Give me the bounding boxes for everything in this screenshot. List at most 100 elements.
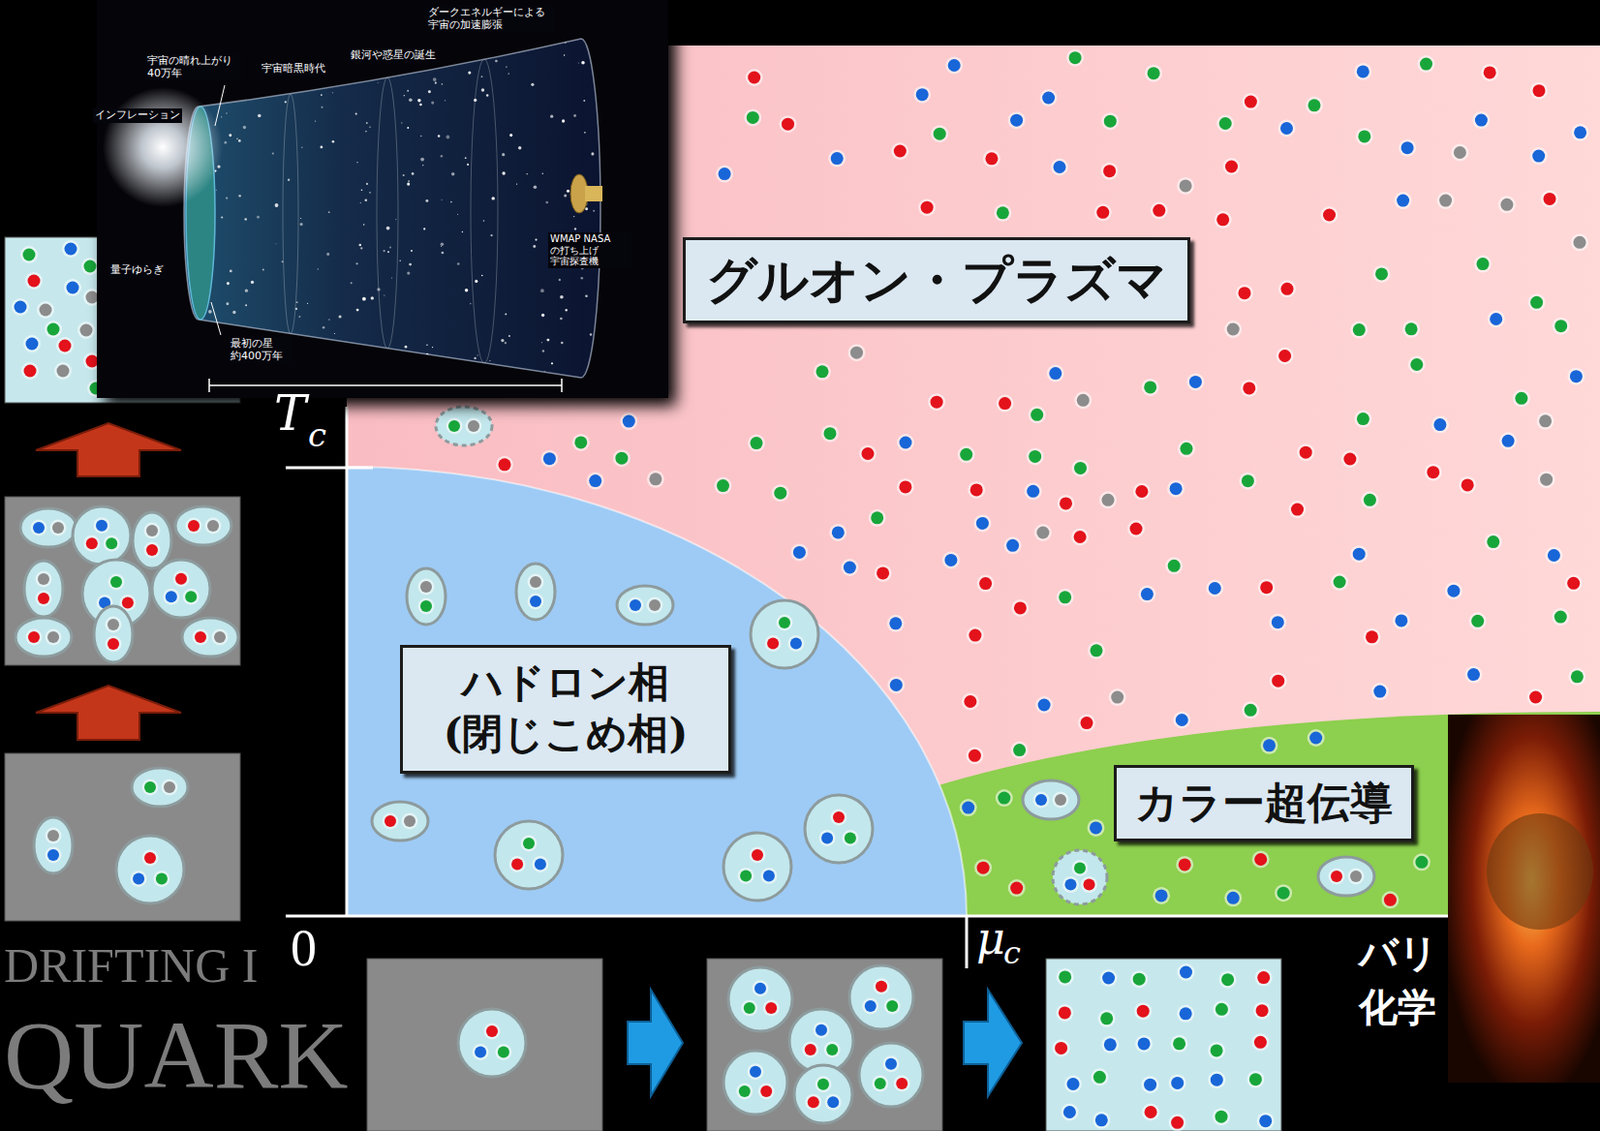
star	[411, 172, 415, 176]
quark-halo	[821, 425, 839, 443]
star	[356, 308, 360, 312]
quark-halo	[1321, 206, 1339, 224]
quark-dot	[1014, 601, 1027, 615]
star	[407, 180, 410, 183]
quark-halo	[1353, 62, 1372, 81]
meson	[1318, 857, 1375, 896]
quark-dot	[738, 1085, 751, 1098]
quark-halo	[896, 478, 915, 496]
star	[494, 60, 498, 63]
quark-halo	[974, 859, 992, 877]
quark-dot	[1135, 485, 1148, 498]
quark-halo	[446, 418, 463, 435]
quark-dot	[778, 616, 791, 629]
temperature-axis	[345, 406, 349, 917]
universe-cone	[184, 38, 601, 378]
star	[457, 262, 461, 266]
quark-halo	[1099, 491, 1117, 509]
quark-dot	[163, 781, 176, 794]
star	[334, 333, 336, 335]
star	[560, 341, 563, 344]
quark-dot	[486, 1025, 498, 1038]
star	[399, 260, 401, 263]
star	[464, 156, 467, 159]
star	[406, 271, 410, 275]
star	[370, 296, 374, 300]
quark-dot	[861, 447, 875, 461]
quark-dot	[804, 1044, 817, 1056]
right-arrow	[963, 989, 1022, 1097]
quark-halo	[995, 789, 1014, 807]
quark-halo	[977, 575, 995, 593]
quark-dot	[1384, 893, 1397, 907]
quark-halo	[1008, 879, 1026, 897]
quark-halo	[1238, 472, 1257, 491]
quark-halo	[1169, 1074, 1187, 1092]
quark-halo	[1224, 320, 1242, 339]
quark-halo	[1172, 711, 1191, 730]
quark-dot	[1446, 584, 1460, 598]
quark-halo	[1090, 1068, 1108, 1086]
quark-halo	[646, 470, 665, 489]
baryon	[152, 559, 211, 618]
quark-dot	[1069, 51, 1082, 64]
star	[530, 83, 534, 87]
star	[428, 90, 431, 93]
star	[580, 34, 584, 38]
quark-dot	[1179, 966, 1193, 980]
leader-line	[211, 302, 221, 336]
quark-halo	[81, 257, 99, 276]
quark-halo	[804, 1094, 822, 1111]
quark-dot	[1350, 870, 1362, 883]
quark-halo	[45, 828, 62, 845]
quark-halo	[883, 1055, 900, 1073]
quark-halo	[1363, 628, 1382, 647]
quark-dot	[1405, 322, 1418, 336]
quark-halo	[1353, 410, 1372, 429]
quark-halo	[509, 856, 526, 873]
quark-halo	[1458, 476, 1477, 494]
quark-halo	[1255, 969, 1273, 987]
quark-dot	[1172, 1037, 1186, 1050]
quark-dot	[1168, 559, 1181, 573]
quark-halo	[1437, 191, 1455, 210]
quark-halo	[1480, 63, 1499, 82]
quark-dot	[648, 472, 662, 486]
quark-dot	[1365, 630, 1379, 644]
quark-dot	[1170, 1076, 1184, 1090]
quark-dot	[498, 458, 512, 471]
quark-dot	[1144, 1106, 1158, 1119]
quark-dot	[1093, 1071, 1107, 1084]
star	[546, 338, 550, 342]
quark-halo	[465, 418, 483, 435]
quark-halo	[77, 321, 95, 339]
quark-dot	[1035, 794, 1047, 806]
quark-halo	[715, 165, 734, 184]
quark-halo	[1011, 741, 1029, 760]
star	[215, 189, 217, 191]
star	[490, 234, 493, 237]
quark-dot	[916, 88, 929, 101]
star	[481, 88, 486, 93]
quark-halo	[1134, 1002, 1152, 1020]
star	[402, 174, 405, 177]
quark-dot	[110, 576, 123, 588]
quark-dot	[816, 365, 830, 378]
baryon	[723, 1050, 788, 1115]
star	[561, 119, 565, 123]
star	[391, 277, 393, 279]
star	[474, 56, 477, 59]
quark-halo	[776, 615, 794, 632]
quark-dot	[1453, 146, 1467, 159]
quark-halo	[1348, 868, 1365, 886]
quark-halo	[1474, 255, 1492, 274]
timeline-note: ダークエネルギーによる 宇宙の加速膨張	[426, 5, 554, 32]
quark-halo	[1373, 265, 1391, 283]
star	[371, 62, 375, 66]
star	[466, 163, 469, 166]
quark-halo	[893, 1075, 911, 1092]
muc-tick	[965, 916, 969, 969]
quark-halo	[61, 240, 80, 258]
quark-halo	[1094, 203, 1112, 221]
